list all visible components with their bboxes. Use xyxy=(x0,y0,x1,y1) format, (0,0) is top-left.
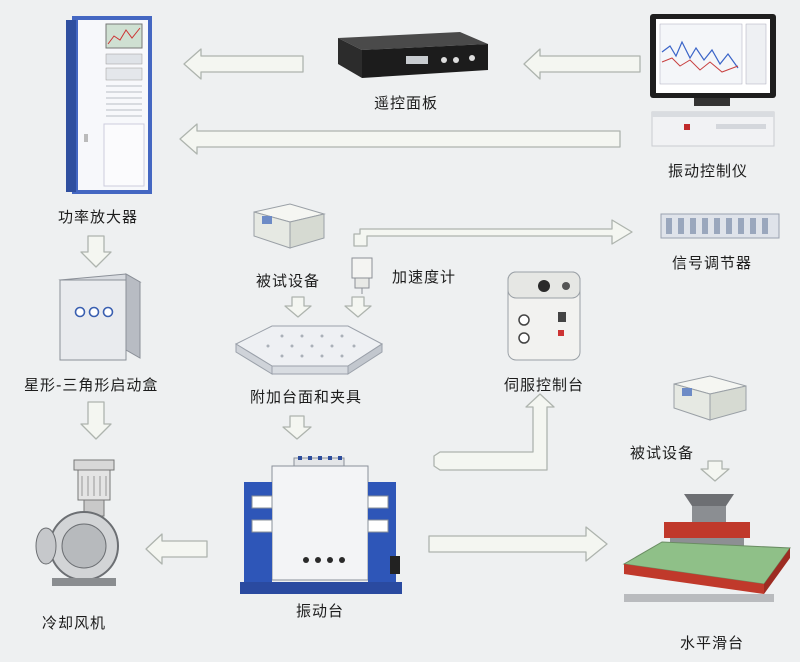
arrow-servo-shaker xyxy=(433,393,555,471)
arrow-stardelta-to-fan xyxy=(80,401,112,440)
servo-console-icon xyxy=(507,271,581,361)
fixture-plate-icon xyxy=(234,325,383,375)
arrow-controller-to-amp xyxy=(179,123,621,155)
label-accelerometer: 加速度计 xyxy=(392,268,457,286)
label-signal-conditioner: 信号调节器 xyxy=(672,254,753,272)
label-vibration-controller: 振动控制仪 xyxy=(668,162,749,180)
slip-table-icon xyxy=(622,494,791,602)
label-cooling-fan: 冷却风机 xyxy=(42,614,107,632)
vibration-controller-icon xyxy=(650,14,776,147)
arrow-accel-to-conditioner xyxy=(353,219,633,247)
label-star-delta-box: 星形-三角形启动盒 xyxy=(24,376,159,394)
label-servo-console: 伺服控制台 xyxy=(504,376,585,394)
arrow-amp-to-stardelta xyxy=(80,235,112,268)
label-test-item-right: 被试设备 xyxy=(630,444,695,462)
label-shaker: 振动台 xyxy=(296,602,345,620)
label-slip-table: 水平滑台 xyxy=(680,634,745,652)
arrow-testitem-to-sliptable xyxy=(700,460,730,482)
arrow-shaker-to-sliptable xyxy=(428,526,608,562)
shaker-icon xyxy=(240,456,402,594)
arrow-remote-to-amp xyxy=(183,48,304,80)
cooling-fan-icon xyxy=(35,459,119,586)
arrow-controller-to-remote xyxy=(523,48,641,80)
arrow-testitem-to-fixture xyxy=(284,296,312,318)
star-delta-box-icon xyxy=(58,273,142,361)
label-test-item-top: 被试设备 xyxy=(256,272,321,290)
signal-conditioner-icon xyxy=(660,213,780,239)
test-item-right-icon xyxy=(673,375,747,421)
arrow-accel-to-fixture xyxy=(344,296,372,318)
remote-panel-icon xyxy=(338,32,488,78)
test-item-icon xyxy=(253,203,326,249)
power-amplifier-icon xyxy=(66,16,152,194)
label-remote-panel: 遥控面板 xyxy=(374,94,439,112)
arrow-fixture-to-shaker xyxy=(282,415,312,440)
label-power-amplifier: 功率放大器 xyxy=(58,208,139,226)
accelerometer-icon xyxy=(351,257,373,294)
label-fixture: 附加台面和夹具 xyxy=(250,388,363,406)
arrow-shaker-to-fan xyxy=(145,533,208,565)
